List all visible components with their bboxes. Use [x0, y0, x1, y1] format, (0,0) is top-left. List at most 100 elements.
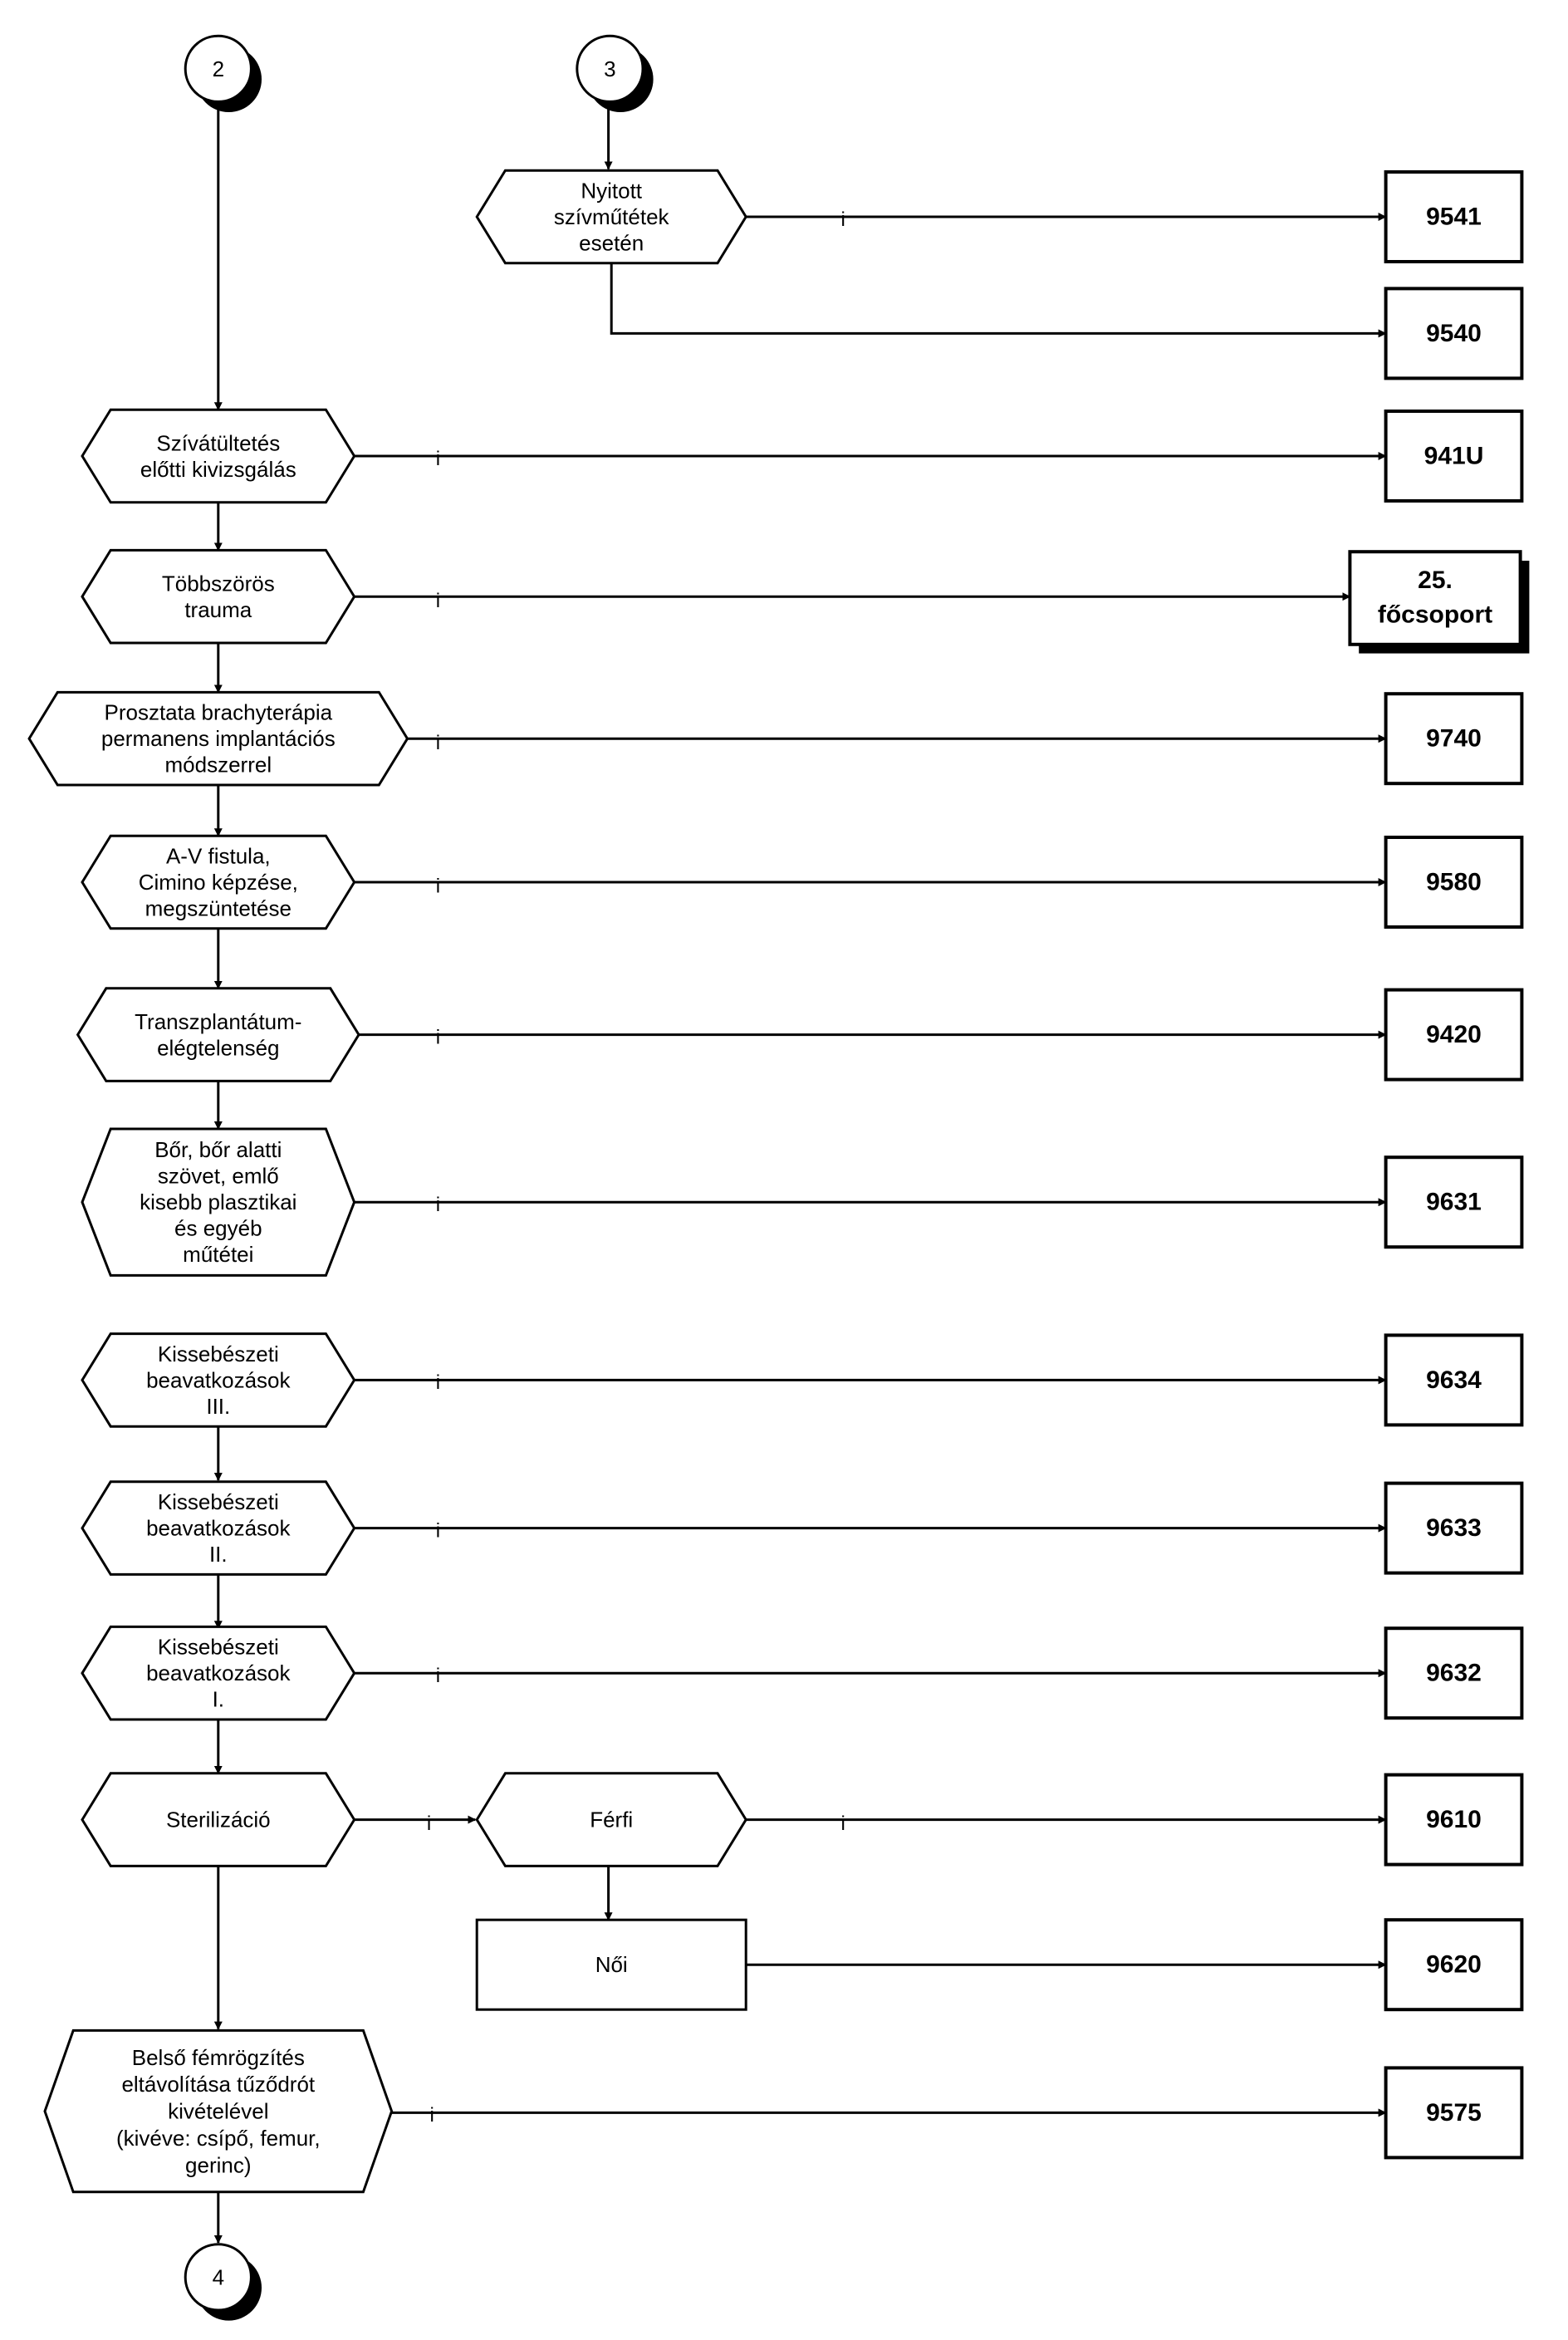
- outcome-9575-box: [1384, 2066, 1524, 2160]
- decision-prosztata-brachyterapia-shape: [27, 690, 409, 787]
- edge-label-belso-9575: i: [430, 2104, 434, 2127]
- decision-szivatultetes-line-2: előtti kivizsgálás: [140, 457, 296, 482]
- decision-sterilizacio-line-1: Sterilizáció: [166, 1808, 271, 1832]
- decision-kissebeszeti-iii-shape: [81, 1332, 356, 1428]
- decision-prosztata-brachyterapia-line-3: módszerrel: [165, 753, 272, 778]
- decision-kissebeszeti-ii-shape: [81, 1480, 356, 1576]
- edge-label-nyitott-9541: i: [841, 208, 845, 231]
- edge-label-sterilizacio-ferfi: i: [427, 1813, 431, 1835]
- decision-transzplantatum-shape: [76, 987, 360, 1082]
- decision-belso-femrogzites-line-2: eltávolítása tűződrót: [121, 2072, 315, 2097]
- decision-transzplantatum-line-2: elégtelenség: [157, 1035, 279, 1060]
- decision-transzplantatum: [76, 987, 360, 1082]
- connector-4-circle: [184, 2243, 252, 2312]
- outcome-9420-box: [1384, 988, 1524, 1082]
- decision-kissebeszeti-iii: [81, 1332, 356, 1428]
- outcome-9610-label: 9610: [1426, 1806, 1482, 1833]
- outcome-9740-label: 9740: [1426, 725, 1482, 753]
- edge-label-transzplantatum-9420: i: [436, 1026, 440, 1048]
- connector-4-label: 4: [213, 2264, 224, 2289]
- outcome-9631-label: 9631: [1426, 1189, 1482, 1216]
- process-noi-label: Női: [595, 1952, 628, 1977]
- decision-kissebeszeti-i: [81, 1625, 356, 1721]
- edge-label-szivatultetes-941u: i: [436, 448, 440, 470]
- decision-sterilizacio-shape: [81, 1772, 356, 1867]
- outcome-9634: 9634: [1384, 1333, 1524, 1427]
- edge-label-avfistula-9580: i: [436, 876, 440, 898]
- outcome-9540-box: [1384, 287, 1524, 380]
- outcome-941u-box: [1384, 410, 1524, 503]
- edge-label-ferfi-9610: i: [841, 1813, 845, 1835]
- connector-3: 3: [576, 34, 654, 112]
- decision-prosztata-brachyterapia-line-2: permanens implantációs: [101, 726, 336, 751]
- decision-tobbszoros-trauma-line-2: trauma: [184, 597, 252, 622]
- decision-bor-plasztikai-line-1: Bőr, bőr alatti: [154, 1137, 282, 1162]
- decision-kissebeszeti-i-line-3: I.: [213, 1687, 224, 1712]
- outcome-25-focsoport-line-2: főcsoport: [1378, 601, 1492, 628]
- process-noi-box: [475, 1918, 747, 2011]
- decision-bor-plasztikai: [81, 1127, 356, 1277]
- connector-2: 2: [184, 34, 262, 112]
- decision-av-fistula-line-1: A-V fistula,: [166, 844, 271, 869]
- outcome-9631-box: [1384, 1155, 1524, 1249]
- outcome-25-focsoport-line-1: 25.: [1418, 567, 1453, 594]
- decision-sterilizacio: [81, 1772, 356, 1867]
- decision-kissebeszeti-ii-line-2: beavatkozások: [146, 1516, 291, 1541]
- decision-szivatultetes: [81, 408, 356, 504]
- connector-2-circle: [184, 34, 252, 103]
- decision-kissebeszeti-ii-line-3: II.: [209, 1542, 228, 1567]
- edge-label-bor-9631: i: [436, 1194, 440, 1216]
- edge-label-k3-9634: i: [436, 1371, 440, 1394]
- decision-av-fistula: [81, 834, 356, 930]
- connector-lines: [213, 103, 1387, 2244]
- decision-kissebeszeti-i-line-1: Kissebészeti: [158, 1635, 279, 1660]
- decision-tobbszoros-trauma-line-1: Többszörös: [162, 571, 275, 596]
- outcome-941u: 941U: [1384, 410, 1524, 503]
- outcome-9541-label: 9541: [1426, 204, 1482, 231]
- outcome-9540-label: 9540: [1426, 320, 1482, 347]
- edge-label-tobbszoros-25: i: [436, 590, 440, 612]
- connector-3-circle: [576, 34, 644, 103]
- outcome-9634-box: [1384, 1333, 1524, 1427]
- decision-bor-plasztikai-line-4: és egyéb: [174, 1216, 262, 1241]
- decision-tobbszoros-trauma-shape: [81, 548, 356, 645]
- decision-nyitott-szivmutetek-line-3: esetén: [579, 231, 644, 256]
- connector-4: 4: [184, 2243, 262, 2321]
- decision-ferfi: [475, 1772, 747, 1867]
- outcome-9633-label: 9633: [1426, 1514, 1482, 1542]
- decision-kissebeszeti-i-line-2: beavatkozások: [146, 1661, 291, 1685]
- outcome-9631: 9631: [1384, 1155, 1524, 1249]
- outcome-9620-label: 9620: [1426, 1951, 1482, 1979]
- decision-belso-femrogzites-line-1: Belső fémrögzítés: [132, 2045, 305, 2070]
- outcome-9420-label: 9420: [1426, 1021, 1482, 1048]
- decision-bor-plasztikai-line-3: kisebb plasztikai: [140, 1190, 296, 1214]
- edge-label-k1-9632: i: [436, 1665, 440, 1687]
- outcome-9632: 9632: [1384, 1626, 1524, 1720]
- connector-2-label: 2: [213, 56, 224, 81]
- outcome-9633: 9633: [1384, 1481, 1524, 1575]
- decision-av-fistula-line-2: Cimino képzése,: [139, 870, 298, 895]
- outcome-9610: 9610: [1384, 1773, 1524, 1867]
- decision-bor-plasztikai-shape: [81, 1127, 356, 1277]
- decision-kissebeszeti-ii-line-1: Kissebészeti: [158, 1489, 279, 1514]
- decision-belso-femrogzites-shape: [43, 2028, 394, 2194]
- outcome-941u-label: 941U: [1424, 443, 1484, 470]
- outcome-9541-box: [1384, 170, 1524, 263]
- decision-kissebeszeti-iii-line-1: Kissebészeti: [158, 1342, 279, 1366]
- decision-ferfi-line-1: Férfi: [590, 1808, 633, 1832]
- decision-kissebeszeti-ii: [81, 1480, 356, 1576]
- outcome-9620-box: [1384, 1918, 1524, 2012]
- decision-szivatultetes-shape: [81, 408, 356, 504]
- outcome-9580: 9580: [1384, 836, 1524, 929]
- outcome-9633-box: [1384, 1481, 1524, 1575]
- outcome-9740-box: [1384, 692, 1524, 786]
- edge-label-prosztata-9740: i: [436, 732, 440, 754]
- decision-belso-femrogzites-line-3: kivételével: [168, 2099, 268, 2124]
- decision-bor-plasztikai-line-2: szövet, emlő: [158, 1164, 279, 1189]
- decision-belso-femrogzites-line-4: (kivéve: csípő, femur,: [116, 2126, 321, 2151]
- decision-prosztata-brachyterapia: [27, 690, 409, 787]
- outcome-9575: 9575: [1384, 2066, 1524, 2160]
